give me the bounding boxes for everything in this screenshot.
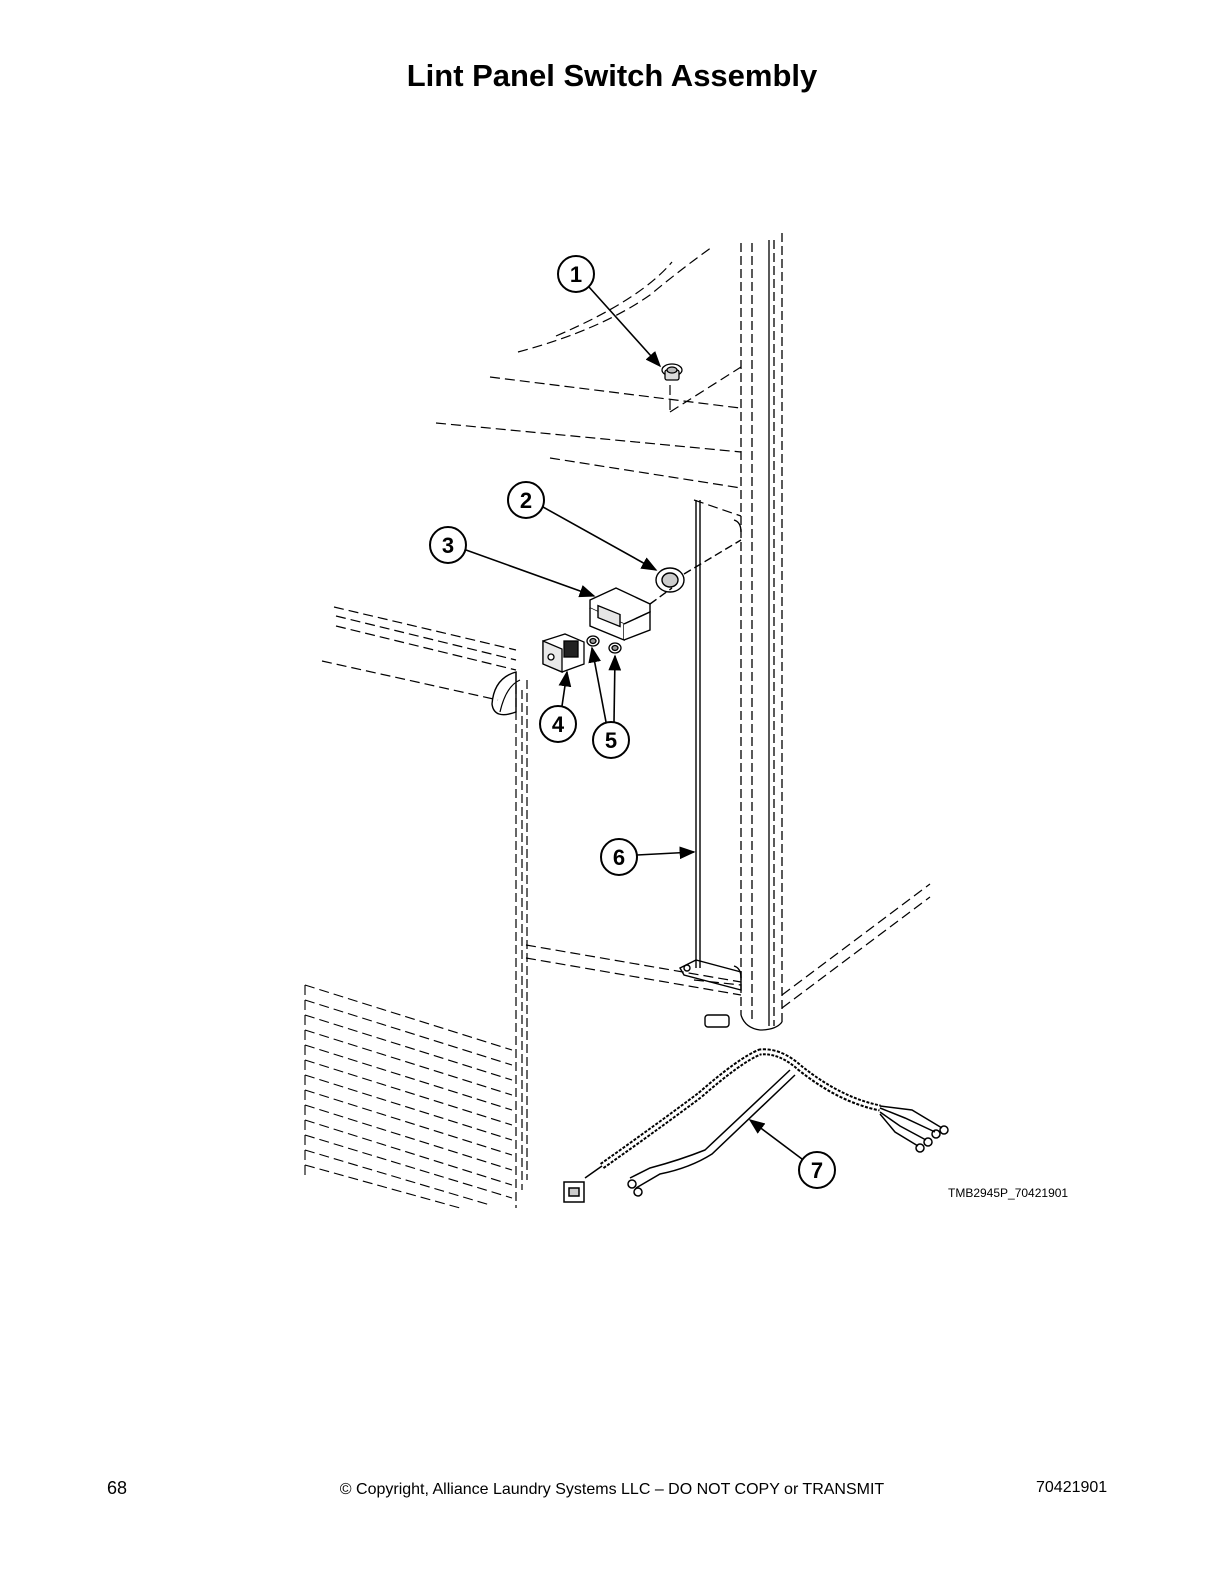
callout-3: 3 [429, 526, 596, 598]
figure-id: TMB2945P_70421901 [948, 1186, 1069, 1200]
callout-7: 7 [748, 1119, 836, 1189]
cabinet-corner-post [740, 233, 783, 1031]
svg-text:5: 5 [605, 728, 617, 753]
svg-text:4: 4 [552, 712, 565, 737]
callout-1: 1 [557, 255, 662, 368]
copyright-notice: © Copyright, Alliance Laundry Systems LL… [339, 1481, 885, 1498]
page-number: 68 [107, 1478, 128, 1498]
cabinet-outline [435, 246, 931, 1009]
bushing-part [655, 539, 742, 593]
svg-text:2: 2 [520, 488, 532, 513]
lint-door [321, 606, 528, 1208]
svg-text:6: 6 [613, 845, 625, 870]
svg-text:1: 1 [570, 262, 582, 287]
page-title: Lint Panel Switch Assembly [406, 58, 818, 93]
screw-nut-part [586, 635, 622, 654]
switch-bracket-part [589, 587, 673, 642]
svg-text:7: 7 [811, 1158, 823, 1183]
callout-4: 4 [539, 670, 577, 743]
plug-button-part [661, 363, 683, 381]
wire-harness-part [563, 1048, 949, 1203]
rocker-switch-part [542, 633, 585, 673]
callout-2: 2 [507, 481, 658, 571]
callout-6: 6 [600, 838, 696, 876]
lint-door-louvers [304, 984, 513, 1209]
lint-panel [679, 500, 742, 1028]
callout-5: 5 [588, 646, 630, 759]
svg-text:3: 3 [442, 533, 454, 558]
document-number: 70421901 [1036, 1479, 1108, 1496]
